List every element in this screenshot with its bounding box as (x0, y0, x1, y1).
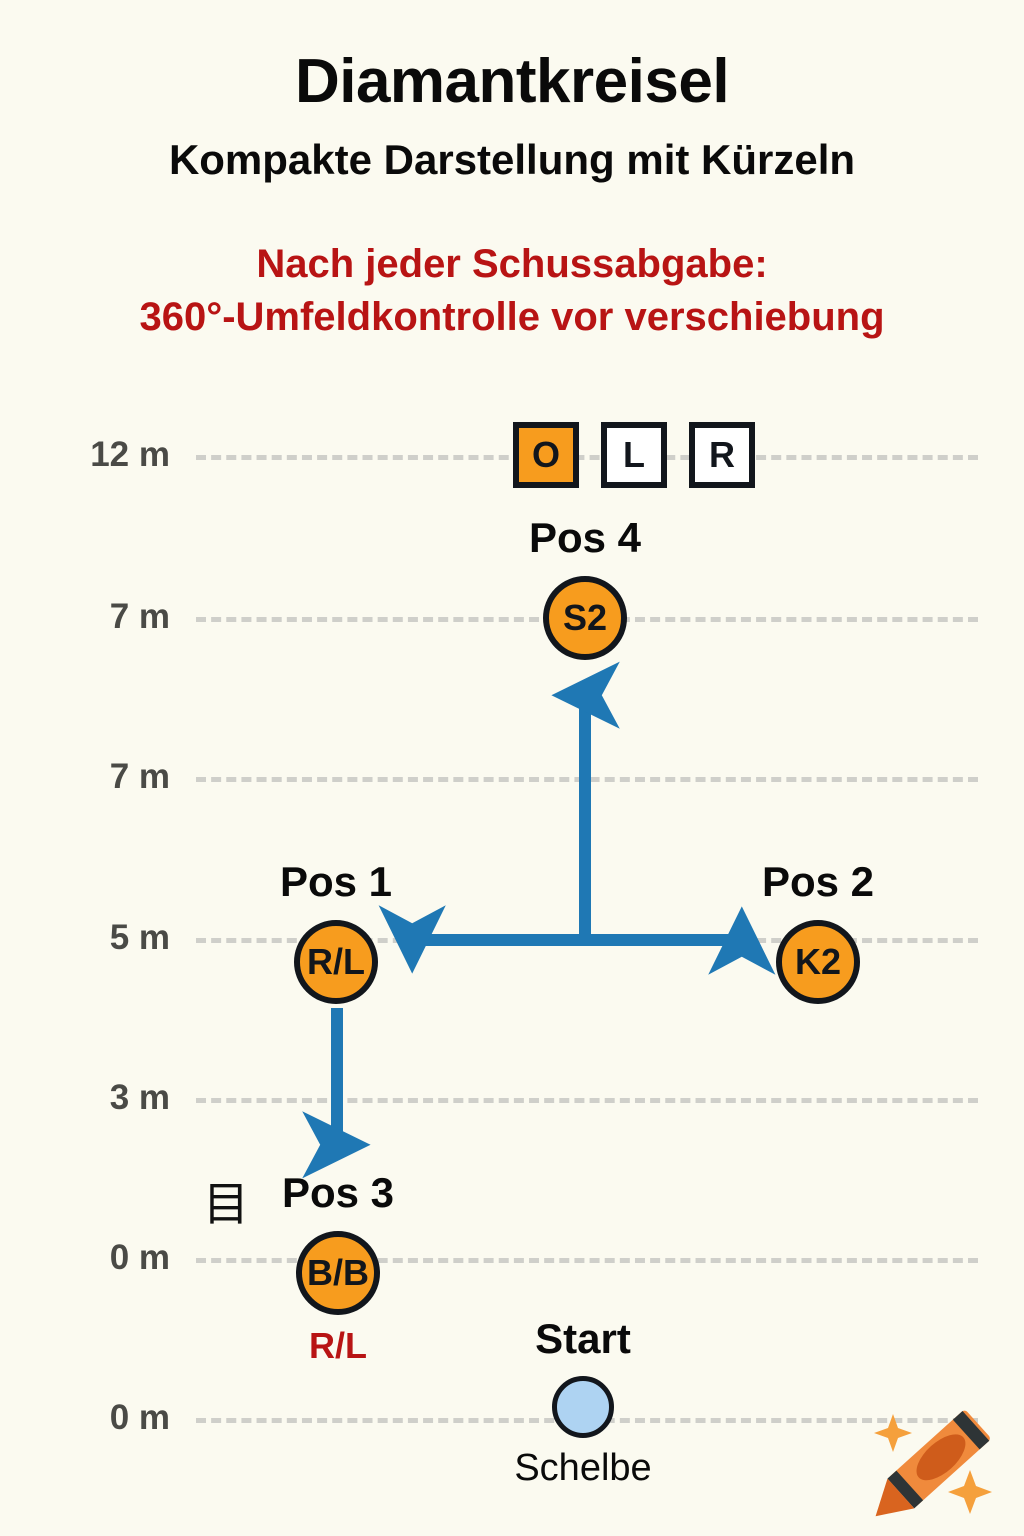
node-caption-pos2: Pos 2 (761, 858, 875, 905)
safety-notice: Nach jeder Schussabgabe: 360°-Umfeldkont… (0, 238, 1024, 344)
node-caption-pos1: Pos 1 (279, 858, 393, 905)
node-caption-pos4: Pos 4 (528, 514, 642, 561)
node-pos2[interactable]: K2 (776, 920, 860, 1004)
node-sublabel-start: Schelbe (514, 1447, 652, 1489)
gridline-2 (196, 777, 978, 782)
axis-label-3: 5 m (109, 918, 170, 957)
sparkle-icon (948, 1470, 992, 1514)
page-title: Diamantkreisel (294, 47, 730, 116)
gridline-4 (196, 1098, 978, 1103)
olr-box-l[interactable]: L (601, 422, 667, 488)
axis-label-2: 7 m (109, 757, 170, 796)
axis-label-5: 0 m (109, 1238, 170, 1277)
safety-notice-line-2: 360°-Umfeldkontrolle vor verschiebung (139, 294, 885, 339)
axis-label-0: 12 m (90, 435, 170, 474)
target-board-icon: 目 (203, 1177, 249, 1231)
gridline-5 (196, 1258, 978, 1263)
node-pos4[interactable]: S2 (543, 576, 627, 660)
node-pos3[interactable]: B/B (296, 1231, 380, 1315)
crayon-icon (874, 1410, 992, 1517)
gridline-0 (196, 455, 978, 460)
node-start[interactable] (552, 1376, 614, 1438)
page-subtitle: Kompakte Darstellung mit Kürzeln (168, 136, 856, 183)
safety-notice-line-1: Nach jeder Schussabgabe: (256, 242, 768, 286)
node-pos1[interactable]: R/L (294, 920, 378, 1004)
axis-label-4: 3 m (109, 1078, 170, 1117)
node-sublabel-pos3: R/L (309, 1325, 367, 1366)
olr-box-o[interactable]: O (513, 422, 579, 488)
olr-box-r[interactable]: R (689, 422, 755, 488)
sparkle-icon (874, 1414, 912, 1452)
axis-label-6: 0 m (109, 1398, 170, 1437)
node-caption-start: Start (535, 1315, 631, 1362)
node-caption-pos3: Pos 3 (281, 1169, 395, 1216)
axis-label-1: 7 m (109, 597, 170, 636)
